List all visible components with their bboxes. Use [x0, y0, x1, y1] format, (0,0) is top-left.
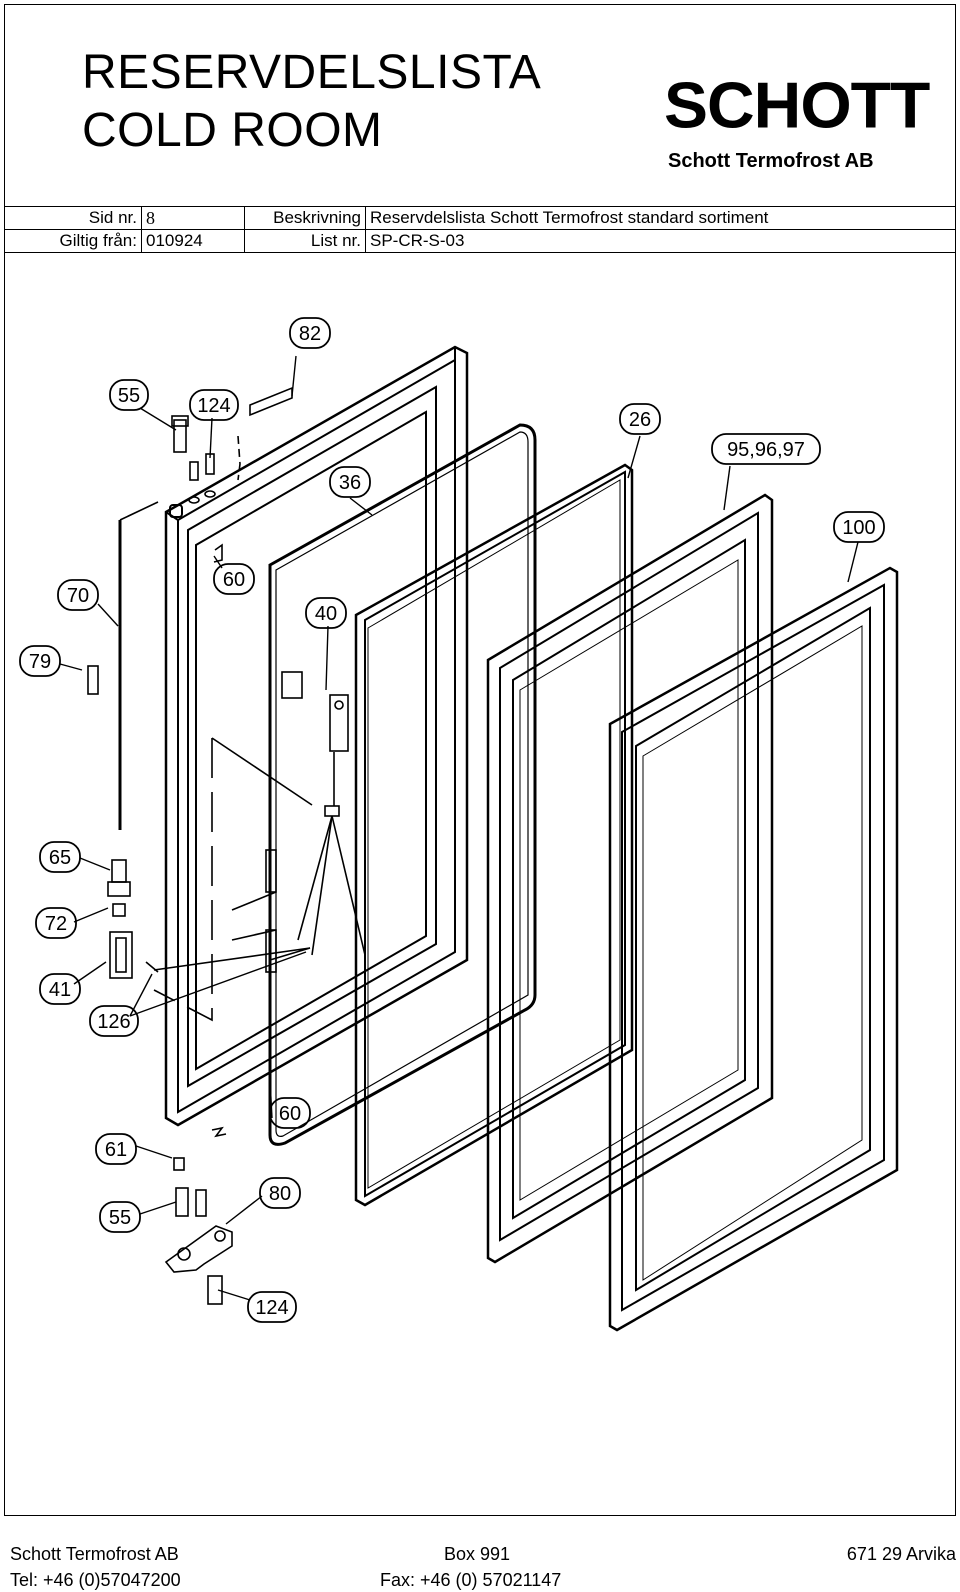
callout-text: 124	[255, 1297, 288, 1319]
schott-logo: SCHOTT	[664, 68, 930, 142]
callout-text: 60	[223, 569, 245, 591]
callout-80	[259, 1177, 301, 1209]
callout-41	[39, 973, 81, 1005]
title-line-1: RESERVDELSLISTA	[82, 46, 542, 99]
beskrivning-value: Reservdelslista Schott Termofrost standa…	[365, 206, 956, 230]
callout-text: 55	[118, 385, 140, 407]
callout-55-bottom	[99, 1201, 141, 1233]
document-title: RESERVDELSLISTA COLD ROOM	[82, 44, 541, 160]
callout-60-top	[213, 563, 255, 595]
callout-text: 79	[29, 651, 51, 673]
callout-text: 65	[49, 847, 71, 869]
giltig-value: 010924	[141, 229, 245, 253]
callouts	[19, 317, 885, 1323]
callout-text: 82	[299, 323, 321, 345]
callout-text: 126	[97, 1011, 130, 1033]
callout-79	[19, 645, 61, 677]
callout-text: 124	[197, 395, 230, 417]
company-name: Schott Termofrost AB	[668, 150, 874, 172]
page-border	[4, 4, 956, 1516]
callout-72	[35, 907, 77, 939]
callout-60-bottom	[269, 1097, 311, 1129]
callout-55-top	[109, 379, 149, 411]
beskrivning-label: Beskrivning	[244, 206, 366, 230]
callout-text: 95,96,97	[727, 439, 805, 461]
callout-text: 100	[842, 517, 875, 539]
callout-82	[289, 317, 331, 349]
footer-company: Schott Termofrost AB	[10, 1544, 179, 1564]
callout-124-bottom	[247, 1291, 297, 1323]
callout-text: 60	[279, 1103, 301, 1125]
callout-text: 36	[339, 472, 361, 494]
callout-124-top	[189, 389, 239, 421]
sid-label: Sid nr.	[4, 206, 142, 230]
callout-40	[305, 597, 347, 629]
callout-26	[619, 403, 661, 435]
callout-text: 41	[49, 979, 71, 1001]
sid-value: 8	[141, 206, 245, 230]
callout-65	[39, 841, 81, 873]
hardware	[87, 386, 366, 1305]
glazing-frame	[486, 493, 774, 1264]
callout-126	[89, 1005, 139, 1037]
giltig-label: Giltig från:	[4, 229, 142, 253]
callout-text: 26	[629, 409, 651, 431]
meta-row-1: Sid nr. 8 Beskrivning Reservdelslista Sc…	[4, 206, 956, 230]
callout-100	[833, 511, 885, 543]
outer-frame	[608, 566, 899, 1332]
callout-text: 72	[45, 913, 67, 935]
list-label: List nr.	[244, 229, 366, 253]
footer-city: 671 29 Arvika	[846, 1544, 956, 1564]
callout-70	[57, 579, 99, 611]
callout-text: 61	[105, 1139, 127, 1161]
callout-95-96-97	[711, 433, 821, 465]
leader-lines	[59, 355, 859, 1301]
callout-text: 55	[109, 1207, 131, 1229]
door-frame	[164, 345, 469, 1127]
meta-table: Sid nr. 8 Beskrivning Reservdelslista Sc…	[4, 206, 956, 253]
glass-unit	[354, 463, 634, 1207]
callout-text: 40	[315, 603, 337, 625]
callout-labels: 82 55 124 26 95,96,97 36 100 60 70 40 79…	[29, 323, 876, 1319]
callout-text: 70	[67, 585, 89, 607]
footer-box: Box 991	[444, 1544, 511, 1564]
footer-fax: Fax: +46 (0) 57021147	[380, 1570, 562, 1590]
list-value: SP-CR-S-03	[365, 229, 956, 253]
meta-row-2: Giltig från: 010924 List nr. SP-CR-S-03	[4, 229, 956, 253]
callout-text: 80	[269, 1183, 291, 1205]
gasket	[268, 423, 537, 1146]
callout-36	[329, 466, 371, 498]
footer-tel: Tel: +46 (0)57047200	[10, 1570, 181, 1590]
title-line-2: COLD ROOM	[82, 104, 383, 157]
callout-61	[95, 1133, 137, 1165]
exploded-door-drawing: 82 55 124 26 95,96,97 36 100 60 70 40 79…	[19, 317, 899, 1332]
